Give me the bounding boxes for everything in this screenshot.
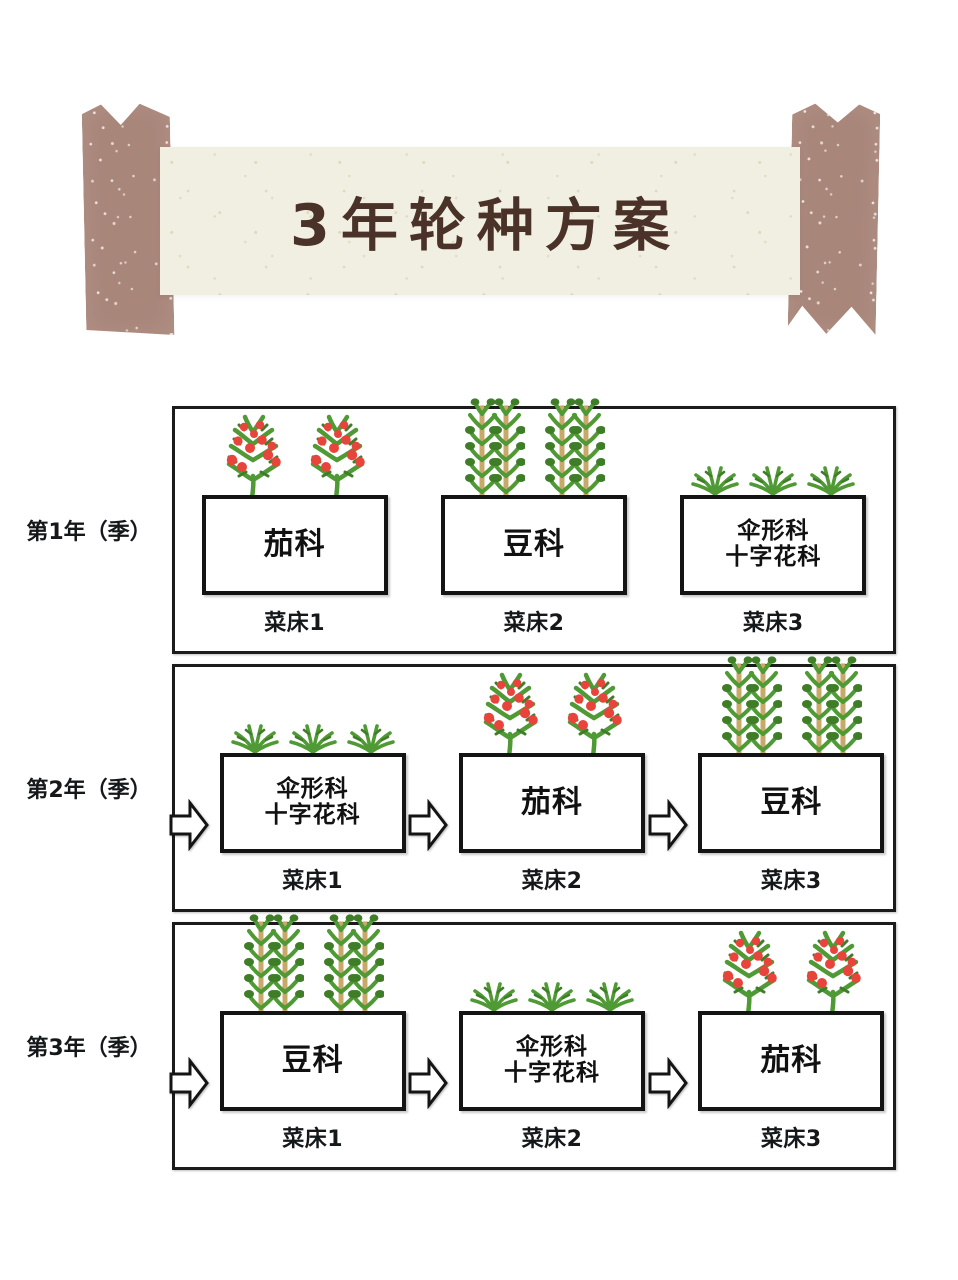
crop-family-label: 伞形科 十字花科 (725, 518, 822, 570)
right-arrow-outline-icon (169, 799, 209, 851)
year-label: 第2年（季） (26, 778, 152, 803)
year-panel: 豆科菜床1 (169, 914, 896, 1170)
right-arrow-outline-icon (648, 1057, 688, 1109)
bed-caption: 菜床3 (760, 869, 822, 894)
crop-family-label: 伞形科 十字花科 (264, 776, 361, 828)
crop-family-label: 伞形科 十字花科 (503, 1034, 600, 1086)
bed-box[interactable]: 茄科 (458, 753, 645, 853)
right-arrow-outline-icon (648, 799, 688, 851)
bed-slot: 豆科菜床3 (648, 656, 893, 909)
bed-caption: 菜床2 (521, 1127, 583, 1152)
bed-slot: 茄科菜床2 (408, 667, 653, 909)
year-row: 第2年（季） (0, 656, 958, 912)
bed-list: 伞形科 十字花科菜床1 (169, 656, 893, 909)
bed-box[interactable]: 伞形科 十字花科 (680, 495, 867, 595)
bed-list: 豆科菜床1 (169, 914, 893, 1167)
crop-family-label: 茄科 (760, 1043, 823, 1079)
legume-plant-icon-group (214, 913, 412, 1023)
bed-slot: 伞形科 十字花科菜床3 (654, 409, 893, 651)
crop-family-label: 豆科 (760, 785, 823, 821)
legume-plant-icon (720, 650, 784, 765)
bed-box-wrapper: 豆科 (698, 656, 885, 853)
bed-caption: 菜床2 (521, 869, 583, 894)
year-label: 第3年（季） (26, 1036, 152, 1061)
legume-plant-icon (242, 908, 305, 1023)
ribbon-tail-right (788, 103, 881, 335)
bed-box-wrapper: 茄科 (201, 414, 388, 595)
crop-rotation-diagram: 第1年（季） (0, 398, 958, 1180)
bed-slot: 豆科菜床1 (169, 914, 414, 1167)
year-row: 第3年（季） (0, 914, 958, 1170)
bed-slot: 伞形科 十字花科菜床1 (169, 667, 414, 909)
bed-list: 茄科菜床1 (175, 398, 893, 651)
bed-box-wrapper: 伞形科 十字花科 (680, 466, 867, 595)
bed-slot: 伞形科 十字花科菜床2 (408, 925, 653, 1167)
bed-box[interactable]: 伞形科 十字花科 (458, 1011, 645, 1111)
bed-box-wrapper: 伞形科 十字花科 (219, 724, 406, 853)
bed-caption: 菜床1 (264, 611, 326, 636)
crop-family-label: 豆科 (502, 527, 565, 563)
legume-plant-icon (463, 392, 526, 507)
bed-caption: 菜床1 (282, 869, 344, 894)
legume-plant-icon-group (692, 655, 890, 765)
crop-family-label: 茄科 (263, 527, 326, 563)
bed-caption: 菜床3 (742, 611, 804, 636)
bed-slot: 茄科菜床1 (175, 409, 414, 651)
bed-slot: 茄科菜床3 (648, 925, 893, 1167)
legume-plant-icon (543, 392, 606, 507)
bed-box[interactable]: 伞形科 十字花科 (219, 753, 406, 853)
bed-box[interactable]: 茄科 (201, 495, 388, 595)
bed-caption: 菜床3 (760, 1127, 822, 1152)
year-row: 第1年（季） (0, 398, 958, 654)
bed-caption: 菜床1 (282, 1127, 344, 1152)
right-arrow-outline-icon (169, 1057, 209, 1109)
bed-caption: 菜床2 (503, 611, 565, 636)
banner-center-panel: 3年轮种方案 (160, 147, 800, 295)
bed-box[interactable]: 豆科 (219, 1011, 406, 1111)
page-title: 3年轮种方案 (290, 193, 681, 259)
bed-slot: 豆科菜床2 (414, 398, 653, 651)
title-banner: 3年轮种方案 (0, 0, 958, 360)
bed-box[interactable]: 茄科 (698, 1011, 885, 1111)
bed-box-wrapper: 茄科 (698, 930, 885, 1111)
legume-plant-icon (322, 908, 385, 1023)
year-label: 第1年（季） (26, 520, 152, 545)
bed-box[interactable]: 豆科 (440, 495, 627, 595)
legume-plant-icon (800, 650, 864, 765)
legume-plant-icon-group (435, 397, 633, 507)
year-panel: 伞形科 十字花科菜床1 (169, 656, 896, 912)
bed-box-wrapper: 豆科 (440, 398, 627, 595)
right-arrow-outline-icon (408, 1057, 449, 1109)
bed-box[interactable]: 豆科 (698, 753, 885, 853)
crop-family-label: 茄科 (520, 785, 583, 821)
right-arrow-outline-icon (408, 799, 449, 851)
crop-family-label: 豆科 (281, 1043, 344, 1079)
bed-box-wrapper: 茄科 (458, 672, 645, 853)
year-panel: 茄科菜床1 (172, 398, 896, 654)
bed-box-wrapper: 豆科 (219, 914, 406, 1111)
bed-box-wrapper: 伞形科 十字花科 (458, 982, 645, 1111)
